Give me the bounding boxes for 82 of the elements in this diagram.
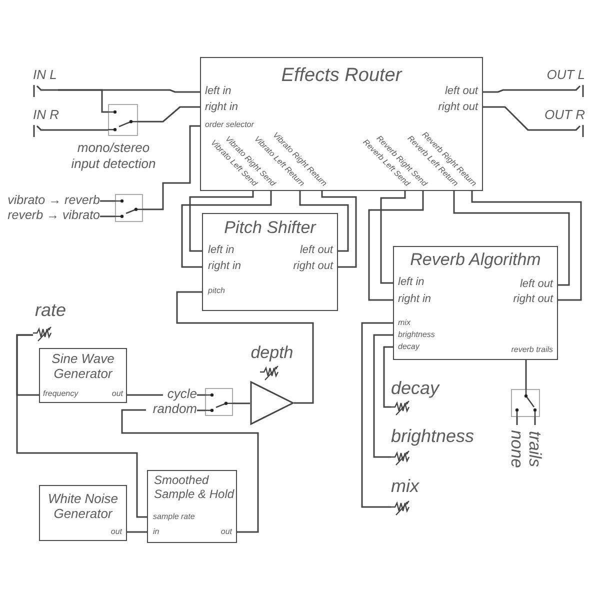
control-label: decay: [391, 378, 440, 399]
port-label: right out: [438, 101, 478, 114]
wire: [143, 125, 200, 210]
control-label: depth: [250, 343, 294, 363]
port-label: left out: [520, 278, 553, 291]
wire: [380, 191, 406, 284]
wire: [197, 410, 205, 412]
module-box: [39, 348, 127, 403]
jack-label: IN R: [33, 108, 59, 123]
module-box: [200, 57, 483, 191]
option-label: random: [152, 402, 197, 417]
control-label: brightness: [391, 426, 474, 447]
wire: [373, 334, 393, 458]
port-label: right out: [513, 293, 553, 306]
wire: [58, 129, 108, 131]
jack-label: OUT L: [546, 68, 585, 83]
module-box: [39, 485, 127, 541]
port-label: order selector: [205, 120, 254, 130]
caption-text: mono/stereo input detection: [70, 140, 157, 172]
wire: [483, 89, 545, 93]
option-label: trails: [526, 431, 544, 467]
wire: [181, 191, 272, 268]
port-label: left in: [208, 244, 234, 257]
wire: [100, 216, 115, 218]
port-label: sample rate: [153, 512, 195, 522]
module-box: [202, 213, 338, 311]
port-label: left out: [444, 85, 478, 98]
port-label: right in: [208, 260, 242, 273]
module-title: Smoothed Sample & Hold: [154, 474, 236, 502]
wire: [383, 346, 393, 408]
wire: [361, 322, 393, 508]
port-label: mix: [398, 318, 410, 328]
wire: [483, 106, 545, 131]
jack-label: OUT R: [544, 108, 585, 123]
control-label: mix: [391, 476, 419, 497]
wire: [368, 191, 424, 301]
port-label: brightness: [398, 330, 435, 340]
wire: [233, 402, 250, 404]
wire: [299, 191, 349, 252]
port-label: out: [110, 527, 122, 536]
wire: [321, 191, 357, 268]
port-label: pitch: [208, 286, 225, 296]
port-label: left in: [205, 85, 232, 98]
option-label: vibrato → reverb: [8, 193, 100, 208]
wire: [121, 409, 259, 533]
wire: [127, 394, 163, 396]
jack-label: IN L: [33, 68, 57, 83]
port-label: left in: [398, 276, 424, 289]
port-label: in: [153, 527, 160, 536]
port-label: right out: [293, 260, 333, 273]
option-label: cycle: [167, 387, 197, 402]
wire: [127, 531, 147, 533]
wire: [138, 106, 200, 122]
wire: [516, 417, 518, 425]
port-label: decay: [398, 342, 420, 352]
wire: [453, 191, 570, 286]
module-title: Pitch Shifter: [223, 218, 318, 238]
wire: [100, 200, 115, 202]
module-box: [147, 470, 237, 543]
wire: [176, 291, 314, 404]
wire: [525, 360, 527, 389]
wire: [471, 191, 582, 301]
module-title: Reverb Algorithm: [409, 250, 542, 270]
wire: [534, 417, 536, 425]
port-label: left out: [300, 244, 333, 257]
module-title: Sine Wave Generator: [50, 352, 116, 382]
module-box: [393, 246, 558, 360]
option-label: reverb → vibrato: [8, 208, 100, 222]
port-label: out: [112, 389, 123, 398]
port-label: reverb trails: [511, 345, 553, 354]
module-title: White Noise Generator: [46, 492, 120, 522]
option-label: none: [508, 430, 526, 468]
wire: [189, 191, 254, 252]
control-label: rate: [35, 300, 66, 321]
wire: [197, 394, 205, 396]
port-label: frequency: [43, 389, 78, 398]
wire: [16, 334, 147, 518]
port-label: out: [220, 527, 232, 536]
wire: [58, 89, 108, 113]
module-title: Effects Router: [280, 65, 404, 87]
port-label: right in: [398, 293, 432, 306]
port-label: right in: [205, 101, 238, 114]
